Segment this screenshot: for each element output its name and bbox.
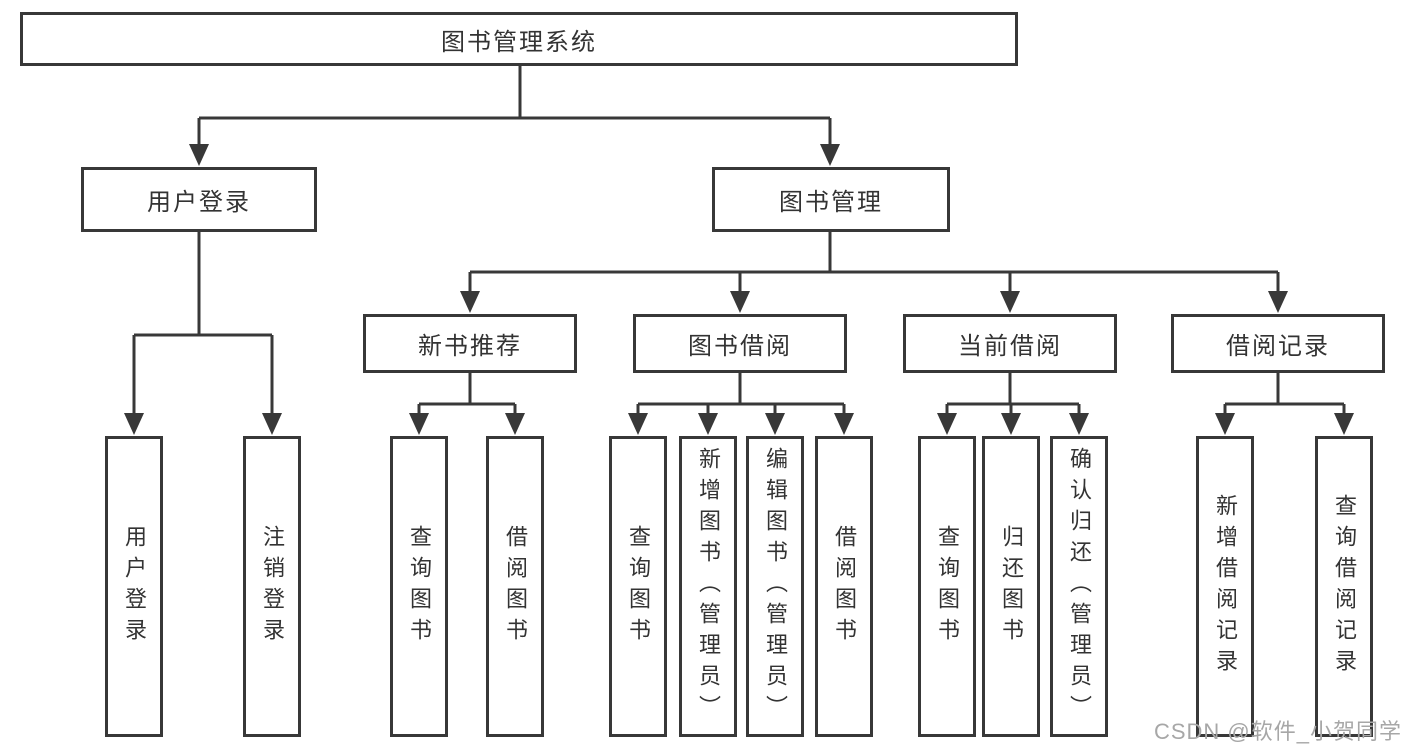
leaf-query-books-recommend: 查询图书 xyxy=(390,436,448,737)
csdn-watermark: CSDN @软件_小贺同学 xyxy=(1153,719,1402,744)
leaf-borrow-books: 借阅图书 xyxy=(815,436,873,737)
leaf-query-books-borrowing: 查询图书 xyxy=(609,436,667,737)
leaf-confirm-return-admin: 确认归还（管理员） xyxy=(1050,436,1108,737)
leaf-borrow-books-recommend: 借阅图书 xyxy=(486,436,544,737)
node-current-borrowing: 当前借阅 xyxy=(903,314,1117,373)
leaf-label: 查询图书 xyxy=(626,524,651,649)
node-book-borrowing: 图书借阅 xyxy=(633,314,847,373)
leaf-add-borrow-record: 新增借阅记录 xyxy=(1196,436,1254,737)
node-book-management-branch: 图书管理 xyxy=(712,167,950,232)
leaf-user-login: 用户登录 xyxy=(105,436,163,737)
node-borrowing-records: 借阅记录 xyxy=(1171,314,1385,373)
leaf-label: 归还图书 xyxy=(999,524,1024,649)
leaf-label: 新增借阅记录 xyxy=(1213,493,1238,680)
node-user-login-branch: 用户登录 xyxy=(81,167,317,232)
leaf-label: 注销登录 xyxy=(260,524,285,649)
leaf-label: 查询图书 xyxy=(935,524,960,649)
leaf-label: 借阅图书 xyxy=(832,524,857,649)
connector-paths xyxy=(132,64,1346,416)
leaf-query-books-current: 查询图书 xyxy=(918,436,976,737)
leaf-logout: 注销登录 xyxy=(243,436,301,737)
leaf-label: 新增图书（管理员） xyxy=(696,447,721,726)
leaf-label: 查询借阅记录 xyxy=(1332,493,1357,680)
leaf-label: 确认归还（管理员） xyxy=(1067,447,1092,726)
leaf-add-book-admin: 新增图书（管理员） xyxy=(679,436,737,737)
leaf-label: 查询图书 xyxy=(407,524,432,649)
leaf-return-books: 归还图书 xyxy=(982,436,1040,737)
leaf-label: 编辑图书（管理员） xyxy=(763,447,788,726)
node-root-library-system: 图书管理系统 xyxy=(20,12,1018,66)
arrowheads xyxy=(124,144,1354,435)
leaf-label: 借阅图书 xyxy=(503,524,528,649)
leaf-query-borrow-record: 查询借阅记录 xyxy=(1315,436,1373,737)
leaf-label: 用户登录 xyxy=(122,524,147,649)
leaf-edit-book-admin: 编辑图书（管理员） xyxy=(746,436,804,737)
node-new-book-recommendation: 新书推荐 xyxy=(363,314,577,373)
